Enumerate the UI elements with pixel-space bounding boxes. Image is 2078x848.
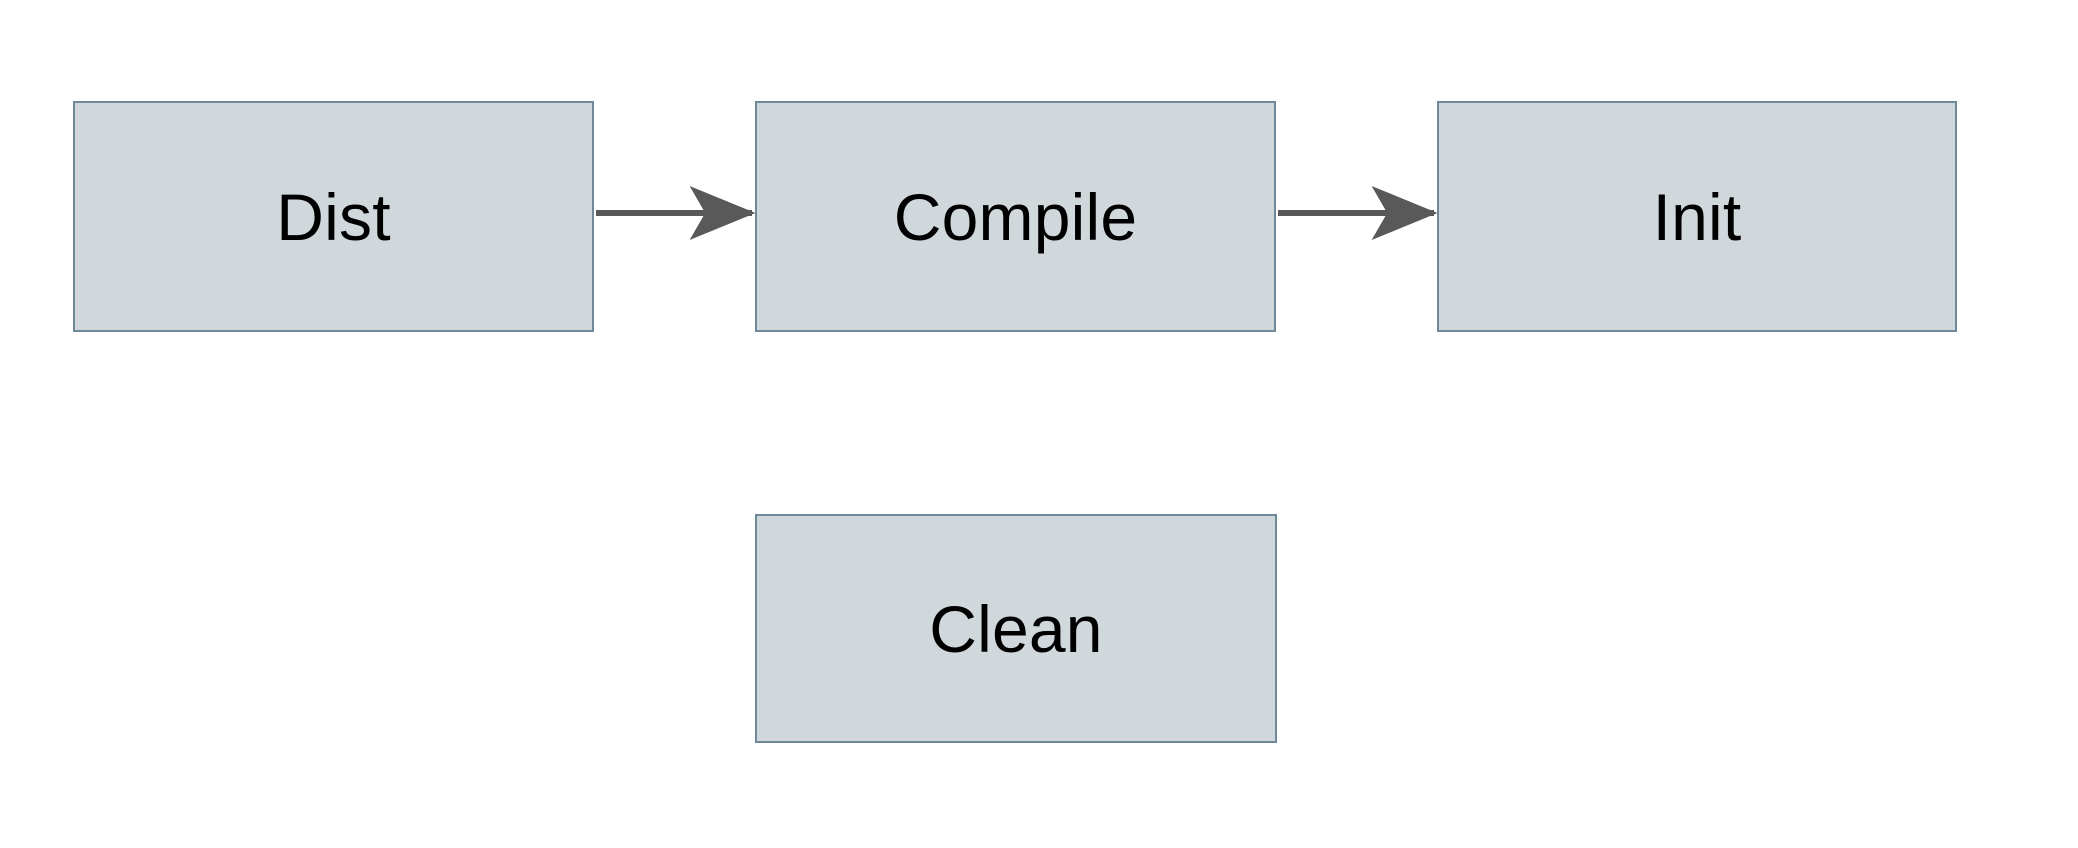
node-dist[interactable]: Dist — [73, 101, 594, 332]
node-compile[interactable]: Compile — [755, 101, 1276, 332]
node-init[interactable]: Init — [1437, 101, 1957, 332]
node-init-label: Init — [1652, 179, 1742, 254]
node-dist-label: Dist — [276, 179, 391, 254]
node-clean[interactable]: Clean — [755, 514, 1277, 743]
node-compile-label: Compile — [893, 179, 1138, 254]
node-clean-label: Clean — [929, 591, 1103, 666]
